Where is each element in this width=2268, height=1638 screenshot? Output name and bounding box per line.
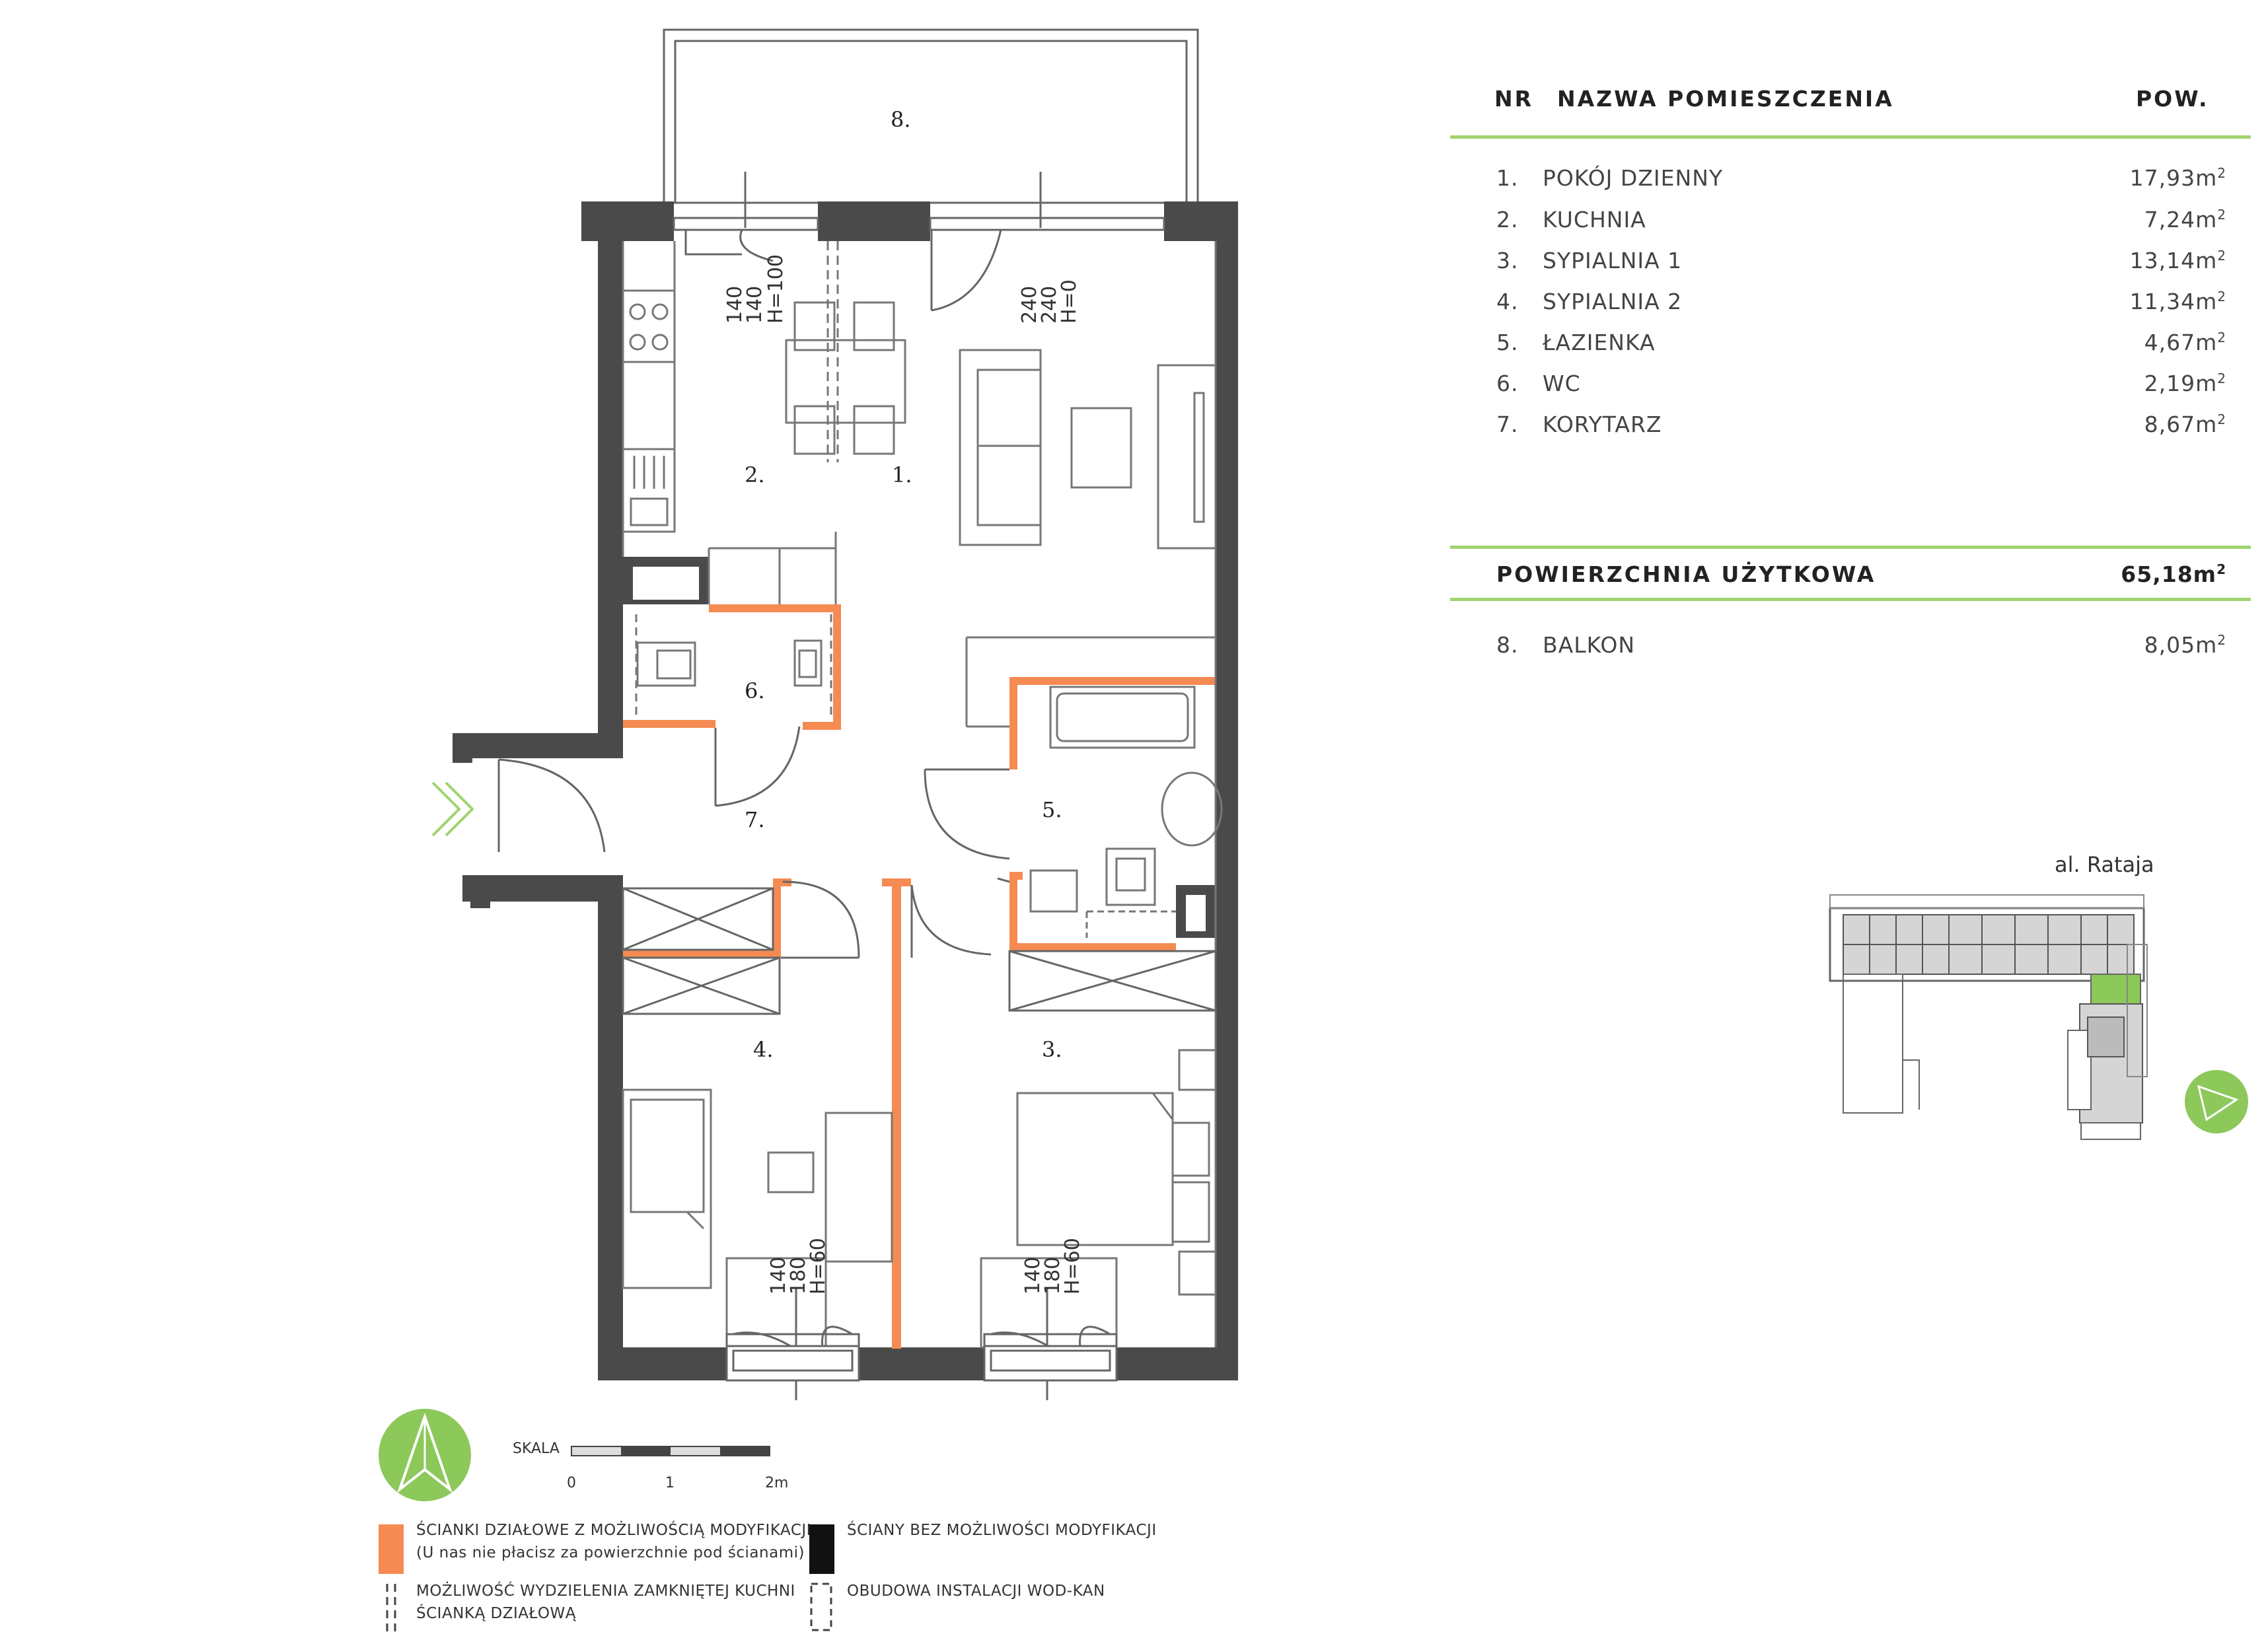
legend-black: ŚCIANY BEZ MOŻLIWOŚCI MODYFIKACJI bbox=[847, 1522, 1157, 1539]
scale-bar bbox=[571, 1446, 770, 1456]
windows-top bbox=[673, 172, 1165, 312]
legend-swatches bbox=[379, 1524, 834, 1631]
window2-width: 240 bbox=[1018, 286, 1041, 324]
total-area: 65,18m2 bbox=[2121, 561, 2226, 587]
scale-tick-0: 0 bbox=[567, 1475, 576, 1491]
legend-kitchen: MOŻLIWOŚĆ WYDZIELENIA ZAMKNIĘTEJ KUCHNI … bbox=[416, 1580, 795, 1625]
wardrobes bbox=[622, 887, 1217, 1015]
bathroom-fixtures bbox=[1029, 686, 1223, 938]
window3-sill: H=60 bbox=[807, 1238, 830, 1295]
room-label-7: 7. bbox=[745, 807, 765, 832]
window1-sill: H=100 bbox=[764, 254, 787, 324]
table-row: 6. WC 2,19m2 bbox=[1450, 371, 2226, 410]
legend-install: OBUDOWA INSTALACJI WOD-KAN bbox=[847, 1583, 1105, 1600]
room-area: 2,19m2 bbox=[2144, 371, 2226, 396]
map-compass-icon bbox=[2185, 1070, 2248, 1133]
legend-kitchen-line2: ŚCIANKĄ DZIAŁOWĄ bbox=[416, 1605, 576, 1622]
window4-height: 180 bbox=[1041, 1257, 1064, 1295]
room-label-2: 2. bbox=[745, 462, 765, 487]
bedroom2-furniture bbox=[622, 1088, 893, 1349]
doors bbox=[497, 726, 1010, 959]
legend-orange-title: ŚCIANKI DZIAŁOWE Z MOŻLIWOŚCIĄ MODYFIKAC… bbox=[416, 1522, 811, 1539]
window3-height: 180 bbox=[787, 1257, 810, 1295]
room-name: POKÓJ DZIENNY bbox=[1543, 165, 1724, 191]
window2-sill: H=0 bbox=[1058, 279, 1081, 324]
room-label-6: 6. bbox=[745, 678, 765, 703]
balcony bbox=[663, 28, 1199, 204]
legend-orange-swatch bbox=[379, 1524, 404, 1574]
room-nr: 2. bbox=[1496, 207, 1519, 232]
window2-height: 240 bbox=[1038, 286, 1061, 324]
bedroom1-furniture bbox=[980, 1049, 1217, 1349]
partition-walls bbox=[623, 604, 1216, 1349]
room-area: 7,24m2 bbox=[2144, 207, 2226, 232]
legend-orange: ŚCIANKI DZIAŁOWE Z MOŻLIWOŚCIĄ MODYFIKAC… bbox=[416, 1519, 811, 1564]
table-header-divider bbox=[1450, 135, 2251, 139]
legend-kitchen-line1: MOŻLIWOŚĆ WYDZIELENIA ZAMKNIĘTEJ KUCHNI bbox=[416, 1583, 795, 1600]
table-header-nr: NR bbox=[1494, 86, 1534, 112]
scale-tick-2: 2m bbox=[765, 1475, 788, 1491]
room-area: 11,34m2 bbox=[2129, 289, 2226, 314]
total-label: POWIERZCHNIA UŻYTKOWA bbox=[1496, 561, 1876, 587]
legend-black-swatch bbox=[809, 1524, 834, 1574]
kitchen-counter bbox=[622, 241, 676, 533]
table-row: 4. SYPIALNIA 2 11,34m2 bbox=[1450, 289, 2226, 328]
table-header-area: POW. bbox=[2136, 86, 2209, 112]
legend-install-swatch bbox=[810, 1583, 832, 1631]
window3-width: 140 bbox=[767, 1257, 790, 1295]
room-name: KORYTARZ bbox=[1543, 411, 1662, 437]
table-row: 3. SYPIALNIA 1 13,14m2 bbox=[1450, 248, 2226, 287]
room-label-5: 5. bbox=[1042, 797, 1062, 822]
legend-orange-note: (U nas nie płacisz za powierzchnie pod ś… bbox=[416, 1544, 805, 1561]
building-location-map: al. Rataja bbox=[1829, 852, 2154, 1140]
exterior-walls bbox=[453, 201, 1238, 1380]
room-name: BALKON bbox=[1543, 632, 1636, 658]
window1-width: 140 bbox=[723, 286, 747, 324]
room-name: WC bbox=[1543, 371, 1581, 396]
balcony-row: 8. BALKON 8,05m2 bbox=[1450, 632, 2226, 672]
room-area: 13,14m2 bbox=[2129, 248, 2226, 273]
table-row: 2. KUCHNIA 7,24m2 bbox=[1450, 207, 2226, 246]
room-area: 8,67m2 bbox=[2144, 411, 2226, 437]
scale-tick-1: 1 bbox=[665, 1475, 675, 1491]
windows-bottom bbox=[725, 1288, 1118, 1400]
room-name: ŁAZIENKA bbox=[1543, 330, 1656, 355]
table-row: 7. KORYTARZ 8,67m2 bbox=[1450, 411, 2226, 451]
table-row: 1. POKÓJ DZIENNY 17,93m2 bbox=[1450, 165, 2226, 205]
room-label-3: 3. bbox=[1042, 1037, 1062, 1062]
street-name: al. Rataja bbox=[2055, 852, 2154, 877]
room-area: 17,93m2 bbox=[2129, 165, 2226, 191]
room-label-1: 1. bbox=[892, 462, 912, 487]
room-label-4: 4. bbox=[753, 1037, 774, 1062]
room-nr: 5. bbox=[1496, 330, 1519, 355]
table-header-name: NAZWA POMIESZCZENIA bbox=[1557, 86, 1894, 112]
room-nr: 4. bbox=[1496, 289, 1519, 314]
room-label-8: 8. bbox=[891, 107, 911, 132]
room-nr: 7. bbox=[1496, 411, 1519, 437]
room-name: KUCHNIA bbox=[1543, 207, 1646, 232]
room-name: SYPIALNIA 2 bbox=[1543, 289, 1683, 314]
dining-table bbox=[785, 241, 906, 462]
table-row: 5. ŁAZIENKA 4,67m2 bbox=[1450, 330, 2226, 369]
room-area: 8,05m2 bbox=[2144, 632, 2226, 658]
room-nr: 6. bbox=[1496, 371, 1519, 396]
total-divider-bottom bbox=[1450, 598, 2251, 601]
wc-fixtures bbox=[635, 614, 832, 720]
north-compass-icon bbox=[379, 1409, 471, 1501]
window4-width: 140 bbox=[1021, 1257, 1044, 1295]
room-nr: 3. bbox=[1496, 248, 1519, 273]
window4-sill: H=60 bbox=[1061, 1238, 1084, 1295]
window1-height: 140 bbox=[743, 286, 766, 324]
living-furniture bbox=[959, 349, 1217, 550]
total-divider-top bbox=[1450, 546, 2251, 549]
room-nr: 1. bbox=[1496, 165, 1519, 191]
interior-lines bbox=[622, 241, 1217, 1347]
room-name: SYPIALNIA 1 bbox=[1543, 248, 1683, 273]
scale-label: SKALA bbox=[513, 1441, 560, 1457]
room-nr: 8. bbox=[1496, 632, 1519, 658]
entrance-arrow-icon bbox=[431, 781, 474, 837]
room-area: 4,67m2 bbox=[2144, 330, 2226, 355]
